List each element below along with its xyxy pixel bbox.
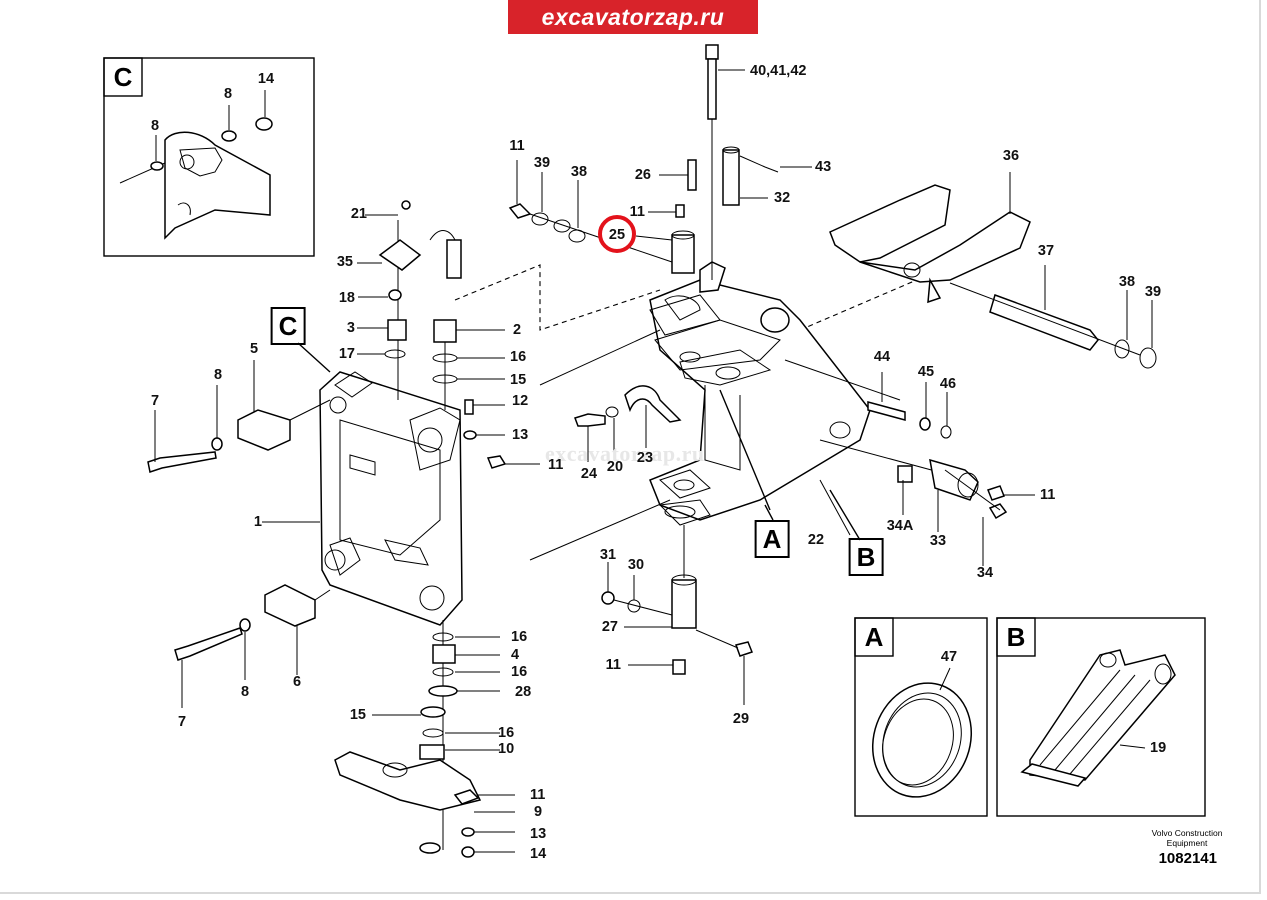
footer-brand: Volvo Construction Equipment — [1151, 828, 1223, 848]
callout-26: 26 — [634, 166, 651, 183]
callout-16: 16 — [498, 724, 515, 741]
callout-9: 9 — [534, 803, 543, 820]
callout-16: 16 — [510, 348, 527, 365]
callout-32: 32 — [774, 189, 791, 206]
callout-46: 46 — [939, 375, 957, 392]
callout-44: 44 — [873, 348, 891, 365]
detail-c-box — [103, 57, 315, 257]
swing-bracket-part-22 — [649, 261, 901, 536]
callout-11: 11 — [548, 456, 564, 473]
pin-part — [446, 239, 462, 279]
callout-31: 31 — [599, 546, 617, 563]
detail-a-box — [854, 617, 988, 817]
callout-2: 2 — [513, 321, 522, 338]
detail-label-c: C — [270, 307, 306, 345]
callout-11: 11 — [629, 203, 645, 220]
bracket-part-5 — [237, 409, 291, 451]
callout-5: 5 — [249, 340, 259, 357]
callout-28: 28 — [515, 683, 532, 700]
bolt-part-7 — [147, 451, 217, 473]
callout-12: 12 — [512, 392, 529, 409]
pin-part-27 — [671, 579, 697, 629]
callout-8: 8 — [240, 683, 250, 700]
callout-25: 25 — [608, 226, 626, 243]
callout-47: 47 — [940, 648, 958, 665]
callout-38: 38 — [1118, 273, 1136, 290]
callout-14: 14 — [530, 845, 547, 862]
callout-24: 24 — [580, 465, 598, 482]
callout-17: 17 — [338, 345, 355, 362]
callout-37: 37 — [1037, 242, 1055, 259]
detail-label-b: B — [848, 538, 884, 576]
callout-30: 30 — [627, 556, 645, 573]
callout-15: 15 — [510, 371, 527, 388]
callout-18: 18 — [338, 289, 355, 306]
callout-34a: 34A — [886, 517, 914, 534]
callout-8: 8 — [213, 366, 223, 383]
callout-39: 39 — [1144, 283, 1162, 300]
footer-drawing-number: 1082141 — [1158, 850, 1217, 867]
callout-8: 8 — [223, 85, 233, 102]
callout-16: 16 — [511, 628, 528, 645]
linkage-part-36 — [829, 172, 1031, 304]
callout-8: 8 — [150, 117, 160, 134]
callout-14: 14 — [257, 70, 275, 87]
main-frame-part-1 — [262, 371, 463, 626]
callout-40-41-42: 40,41,42 — [750, 62, 807, 79]
callout-45: 45 — [917, 363, 935, 380]
callout-35: 35 — [336, 253, 353, 270]
callout-10: 10 — [498, 740, 515, 757]
callout-21: 21 — [350, 205, 367, 222]
callout-34: 34 — [976, 564, 994, 581]
highlight-circle — [598, 215, 636, 253]
clip-part-23 — [624, 385, 682, 423]
callout-22: 22 — [807, 531, 825, 548]
callout-11: 11 — [530, 786, 546, 803]
callout-33: 33 — [929, 532, 947, 549]
plate-part-9 — [334, 751, 482, 811]
callout-7: 7 — [177, 713, 187, 730]
callout-29: 29 — [732, 710, 750, 727]
detail-label-b-box: B — [1006, 622, 1026, 652]
detail-label-a: A — [754, 520, 790, 558]
callout-36: 36 — [1002, 147, 1020, 164]
detail-label-c-box: C — [113, 62, 133, 92]
bolt-part-7b — [174, 627, 243, 661]
callout-11: 11 — [1040, 486, 1056, 503]
callout-13: 13 — [530, 825, 547, 842]
callout-19: 19 — [1150, 739, 1167, 756]
detail-b-box — [996, 617, 1206, 817]
callout-23: 23 — [636, 449, 654, 466]
callout-15: 15 — [349, 706, 366, 723]
callout-11: 11 — [509, 137, 525, 154]
pin-part-25 — [671, 234, 695, 274]
callout-43: 43 — [815, 158, 832, 175]
watermark: excavatorzap.ru — [545, 441, 705, 466]
callout-16: 16 — [511, 663, 528, 680]
bracket-part-35 — [378, 239, 422, 271]
callout-11: 11 — [605, 656, 621, 673]
callout-4: 4 — [511, 646, 520, 663]
callout-39: 39 — [533, 154, 551, 171]
sleeve-part-33 — [929, 458, 979, 501]
callout-20: 20 — [606, 458, 624, 475]
callout-13: 13 — [512, 426, 529, 443]
shaft-part-37 — [989, 294, 1099, 351]
callout-1: 1 — [253, 513, 262, 530]
site-banner: excavatorzap.ru — [508, 0, 758, 34]
callout-6: 6 — [292, 673, 302, 690]
pin-part-32 — [722, 149, 740, 206]
detail-label-a-box: A — [864, 622, 884, 652]
callout-38: 38 — [570, 163, 588, 180]
callout-27: 27 — [601, 618, 618, 635]
callout-7: 7 — [150, 392, 160, 409]
callout-3: 3 — [346, 319, 355, 336]
bracket-part-6 — [264, 584, 316, 627]
